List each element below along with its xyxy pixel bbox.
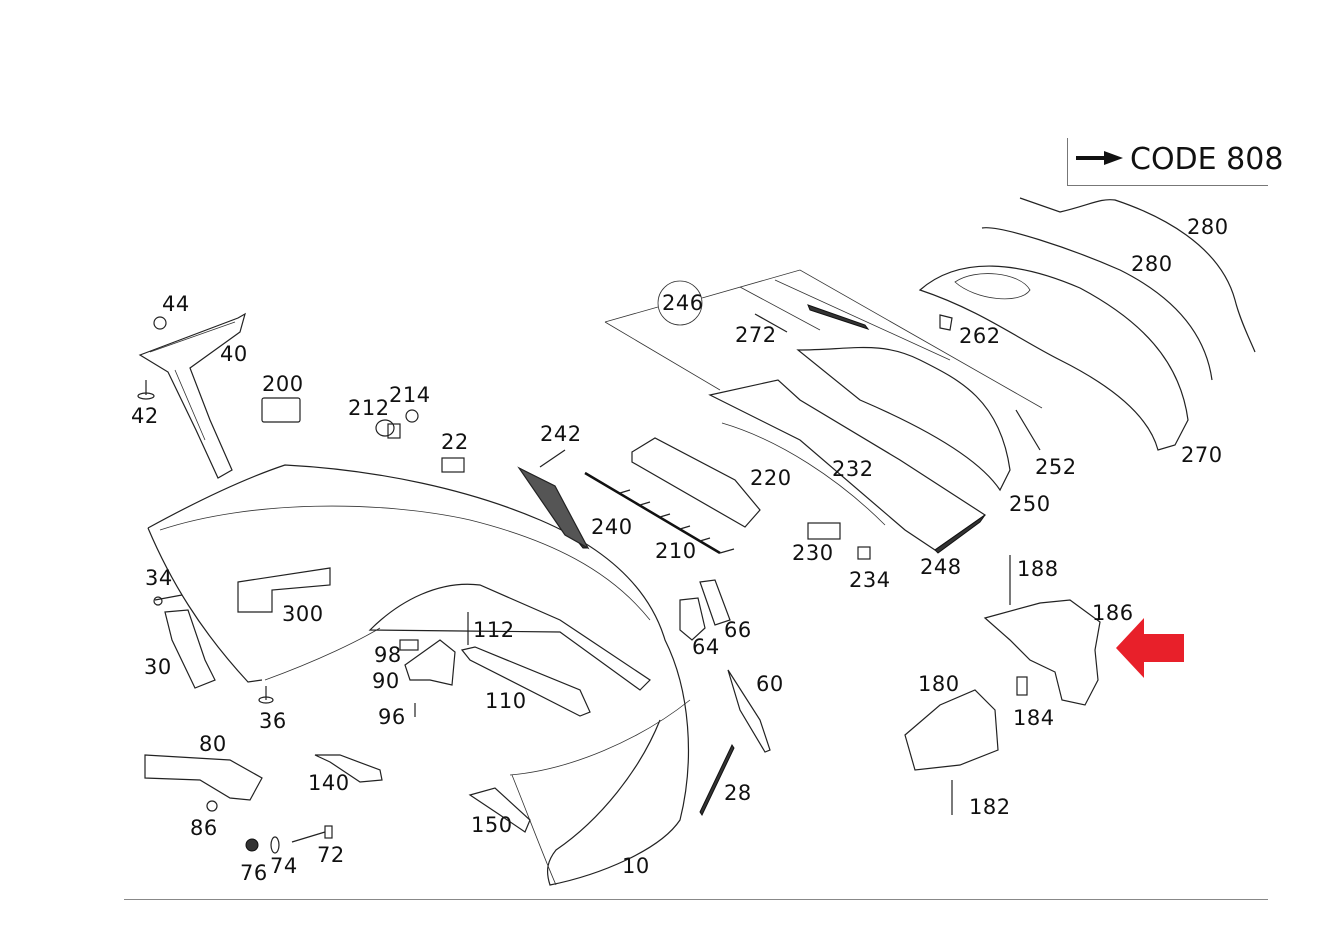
label-64[interactable]: 64 [692,635,720,659]
label-96[interactable]: 96 [378,705,406,729]
part-210-strip[interactable] [584,471,735,555]
label-230[interactable]: 230 [792,541,834,565]
label-112[interactable]: 112 [473,618,515,642]
label-210[interactable]: 210 [655,539,697,563]
part-220-cable[interactable] [721,422,886,526]
label-34[interactable]: 34 [145,566,173,590]
right-arrow-icon [1076,151,1123,165]
label-272[interactable]: 272 [735,323,777,347]
label-86[interactable]: 86 [190,816,218,840]
part-234-clip[interactable] [857,546,871,560]
part-262-clip[interactable] [939,314,953,331]
label-72[interactable]: 72 [317,843,345,867]
label-242[interactable]: 242 [540,422,582,446]
label-66[interactable]: 66 [724,618,752,642]
part-212-sensor[interactable] [375,419,401,439]
label-44[interactable]: 44 [162,292,190,316]
part-180-housing[interactable] [904,689,999,771]
label-188[interactable]: 188 [1017,557,1059,581]
part-76-nut[interactable] [245,838,259,852]
label-214[interactable]: 214 [389,383,431,407]
part-246-kit-outline[interactable] [604,269,1043,409]
label-212[interactable]: 212 [348,396,390,420]
part-22-bracket[interactable] [441,457,465,473]
label-220[interactable]: 220 [750,466,792,490]
label-232[interactable]: 232 [832,457,874,481]
part-64-cover[interactable] [679,597,706,641]
part-72-bolt[interactable] [291,825,333,843]
part-86-washer[interactable] [206,800,218,812]
label-200[interactable]: 200 [262,372,304,396]
part-40-bracket[interactable] [138,312,246,479]
part-186-bracket[interactable] [983,599,1101,706]
label-184[interactable]: 184 [1013,706,1055,730]
label-300[interactable]: 300 [282,602,324,626]
part-300-panel[interactable] [237,567,331,613]
part-248-trim[interactable] [934,514,986,554]
label-22[interactable]: 22 [441,430,469,454]
part-242-bolt[interactable] [539,449,566,468]
part-28-trim[interactable] [699,743,735,817]
label-30[interactable]: 30 [144,655,172,679]
red-left-arrow-icon [1116,618,1184,678]
label-28[interactable]: 28 [724,781,752,805]
part-moulding-strip[interactable] [807,304,870,330]
label-246[interactable]: 246 [662,291,704,315]
label-150[interactable]: 150 [471,813,513,837]
part-60-trim[interactable] [727,669,771,753]
part-42-screw[interactable] [137,380,155,400]
label-240[interactable]: 240 [591,515,633,539]
label-280-lower[interactable]: 280 [1131,252,1173,276]
label-110[interactable]: 110 [485,689,527,713]
footer-divider [124,899,1268,900]
label-98[interactable]: 98 [374,643,402,667]
part-10-bumper-cover[interactable] [147,464,691,886]
label-252[interactable]: 252 [1035,455,1077,479]
part-74-washer[interactable] [270,836,280,854]
part-90-bracket[interactable] [404,639,456,686]
part-252-trim[interactable] [1015,409,1041,451]
label-250[interactable]: 250 [1009,492,1051,516]
label-90[interactable]: 90 [372,669,400,693]
part-270-diffuser[interactable] [918,265,1189,451]
part-44-clip[interactable] [153,316,167,330]
part-200-cover[interactable] [261,397,301,423]
part-280-strip-upper[interactable] [1019,197,1256,353]
label-74[interactable]: 74 [270,854,298,878]
part-110-absorber[interactable] [460,646,591,717]
label-280-upper[interactable]: 280 [1187,215,1229,239]
label-234[interactable]: 234 [849,568,891,592]
part-150-bracket[interactable] [468,787,531,833]
part-230-sensor[interactable] [807,522,841,540]
part-80-bracket[interactable] [144,754,263,801]
part-280-strip-lower[interactable] [981,227,1213,381]
label-186[interactable]: 186 [1092,601,1134,625]
label-40[interactable]: 40 [220,342,248,366]
part-140-bracket[interactable] [314,754,383,783]
part-272-pin[interactable] [754,313,788,333]
part-66-cover[interactable] [699,579,731,626]
label-80[interactable]: 80 [199,732,227,756]
label-76[interactable]: 76 [240,861,268,885]
part-34-clip[interactable] [153,594,183,606]
label-60[interactable]: 60 [756,672,784,696]
label-262[interactable]: 262 [959,324,1001,348]
label-140[interactable]: 140 [308,771,350,795]
part-30-bracket[interactable] [164,609,216,689]
label-42[interactable]: 42 [131,404,159,428]
part-36-screw[interactable] [258,686,274,704]
part-184-sensor[interactable] [1016,676,1028,696]
part-214-ring[interactable] [405,409,419,423]
label-248[interactable]: 248 [920,555,962,579]
code-legend-box: CODE 808 [1067,138,1283,186]
part-98-nut[interactable] [399,639,419,651]
part-112-bracket-rail[interactable] [368,583,651,691]
part-220-carrier[interactable] [631,437,761,528]
code-label: CODE 808 [1130,142,1284,177]
label-36[interactable]: 36 [259,709,287,733]
label-10[interactable]: 10 [622,854,650,878]
label-270[interactable]: 270 [1181,443,1223,467]
label-182[interactable]: 182 [969,795,1011,819]
label-180[interactable]: 180 [918,672,960,696]
